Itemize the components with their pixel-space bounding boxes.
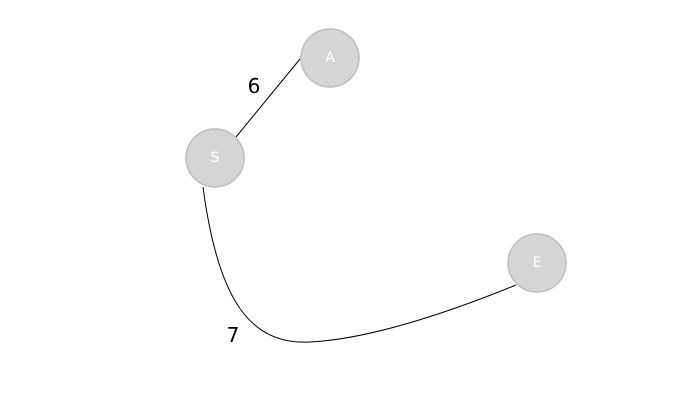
edge-s-a [235, 58, 301, 138]
node-s-circle [185, 128, 245, 188]
node-a-circle [300, 28, 360, 88]
edge-label-s-a: 6 [248, 74, 261, 98]
node-e-label: E [533, 255, 542, 271]
edge-labels: 6 7 [227, 74, 261, 347]
edge-s-e [202, 186, 517, 343]
node-s-label: S [211, 150, 220, 166]
edges [202, 58, 517, 343]
node-e-circle [507, 233, 567, 293]
node-a-label: A [325, 50, 335, 66]
node-s[interactable]: S [185, 128, 245, 188]
node-a[interactable]: A [300, 28, 360, 88]
edge-label-s-e: 7 [227, 323, 240, 347]
node-e[interactable]: E [507, 233, 567, 293]
